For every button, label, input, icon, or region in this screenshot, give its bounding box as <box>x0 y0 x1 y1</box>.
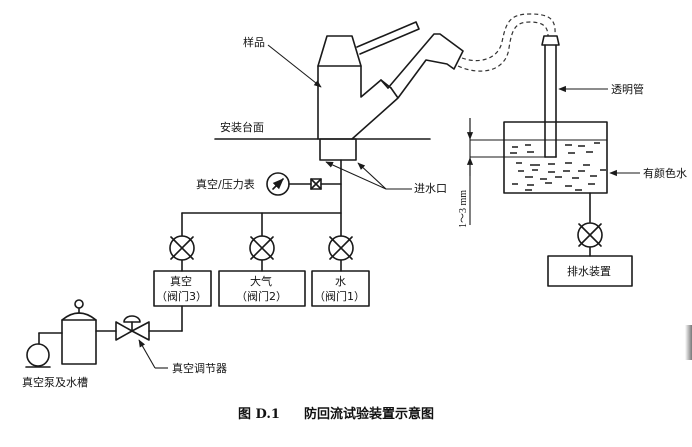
sample-label: 样品 <box>243 35 265 49</box>
figure-number: 图 D.1 <box>238 407 280 422</box>
inlet-leader-2 <box>357 162 387 190</box>
drain-device-label: 排水装置 <box>567 264 611 278</box>
tube-cap <box>541 35 560 46</box>
vacuum-regulator <box>115 315 150 341</box>
mounting-surface-label: 安装台面 <box>220 120 264 134</box>
gauge-label: 真空/压力表 <box>196 177 255 191</box>
faucet-base <box>319 138 357 161</box>
valve-3-sub: （阀门3） <box>156 289 207 303</box>
inlet-leader-1 <box>325 161 387 190</box>
faucet-sample <box>317 21 464 161</box>
valve-1-sub: （阀门1） <box>314 289 365 303</box>
vacuum-pump-tank-label: 真空泵及水槽 <box>22 375 88 389</box>
valve-2-title: 大气 <box>250 274 272 288</box>
sample-leader <box>267 44 322 88</box>
figure-title: 防回流试验装置示意图 <box>304 406 434 422</box>
valve-2 <box>249 235 275 261</box>
dimension-label: 1～3 mm <box>458 190 469 228</box>
colored-water-label: 有颜色水 <box>643 166 687 180</box>
valve-1 <box>328 235 354 261</box>
transparent-tube-label: 透明管 <box>611 82 644 96</box>
vacuum-pump <box>25 343 51 368</box>
gauge-isolation-valve <box>310 178 322 190</box>
valve-3-title: 真空 <box>170 274 192 288</box>
vacuum-pressure-gauge <box>266 172 290 196</box>
water-waves <box>510 142 606 191</box>
faucet-spout <box>351 33 464 140</box>
faucet-lever <box>356 21 420 55</box>
faucet-cap <box>317 35 362 67</box>
vacuum-regulator-label: 真空调节器 <box>172 361 227 375</box>
valve-3 <box>169 235 195 261</box>
flexible-hose <box>457 13 556 72</box>
valve-1-title: 水 <box>335 275 346 288</box>
scan-edge-shadow <box>685 325 692 360</box>
valve-2-box <box>218 270 306 307</box>
vacuum-tank <box>61 299 97 365</box>
faucet-body <box>317 65 389 140</box>
valve-2-sub: （阀门2） <box>236 289 287 303</box>
dimension-marker: 1～3 mm <box>458 118 474 228</box>
water-inlet-label: 进水口 <box>414 182 447 195</box>
drain-valve <box>577 222 603 248</box>
valve-1-box <box>311 270 370 307</box>
water-tank <box>470 121 608 194</box>
transparent-tube <box>541 35 560 158</box>
drain-device-box <box>547 255 633 287</box>
